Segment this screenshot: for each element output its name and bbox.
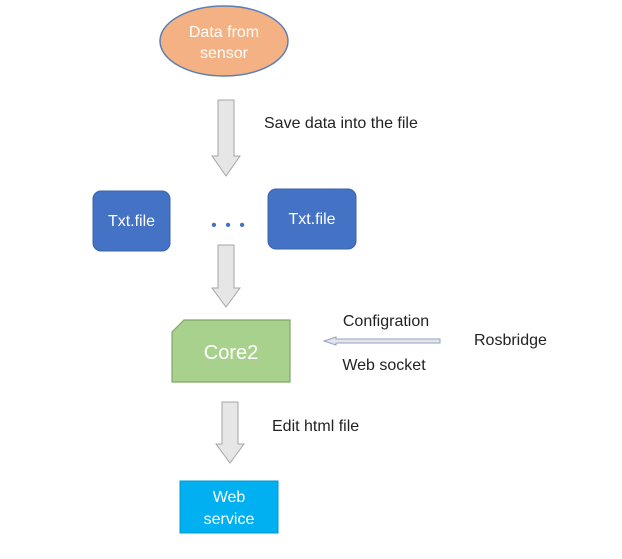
sensor-node: Data from sensor bbox=[159, 5, 289, 77]
web-service-label-line1: Web bbox=[213, 489, 246, 506]
arrow-rosbridge-to-core2 bbox=[322, 336, 441, 346]
edge-label-configration: Configration bbox=[343, 313, 429, 330]
txt-file-right: Txt.file bbox=[267, 188, 357, 250]
txt-file-right-label: Txt.file bbox=[288, 211, 335, 228]
sensor-label-line1: Data from bbox=[189, 24, 259, 41]
edge-label-edit-html: Edit html file bbox=[272, 418, 359, 435]
sensor-ellipse bbox=[159, 5, 289, 77]
web-service-label-line2: service bbox=[204, 511, 255, 528]
rosbridge-label: Rosbridge bbox=[474, 332, 547, 349]
edge-label-web-socket: Web socket bbox=[342, 357, 426, 374]
sensor-label-line2: sensor bbox=[200, 45, 249, 62]
txt-file-left: Txt.file bbox=[92, 190, 171, 252]
edge-label-save-data: Save data into the file bbox=[264, 115, 418, 132]
arrow-sensor-to-files bbox=[211, 99, 241, 177]
txt-file-right-box bbox=[267, 188, 357, 250]
txt-file-left-label: Txt.file bbox=[108, 213, 155, 230]
arrow-core2-to-web bbox=[215, 401, 245, 464]
core2-node: Core2 bbox=[171, 319, 291, 383]
core2-box bbox=[171, 319, 291, 383]
web-service-node: Web service bbox=[179, 480, 279, 534]
ellipsis-dots: • • • bbox=[211, 217, 247, 234]
txt-file-left-box bbox=[92, 190, 171, 252]
core2-label: Core2 bbox=[204, 342, 258, 364]
arrow-files-to-core2 bbox=[211, 244, 241, 308]
web-service-box bbox=[179, 480, 279, 534]
